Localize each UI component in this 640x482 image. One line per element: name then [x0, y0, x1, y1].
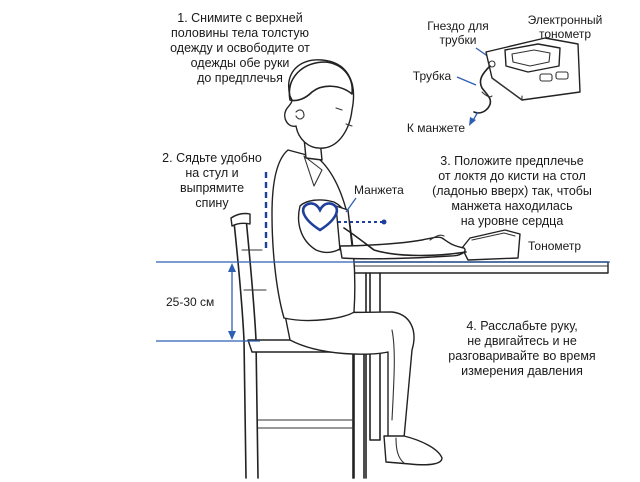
- monitor-screen: [504, 43, 561, 73]
- step1-line-4: одежды обе руки: [191, 56, 290, 70]
- step4-line-1: 4. Расслабьте руку,: [466, 319, 577, 333]
- step4-line-4: измерения давления: [461, 364, 583, 378]
- step1-line-2: половины тела толстую: [171, 26, 309, 40]
- person-foot: [383, 435, 443, 466]
- step2-line-3: выпрямите: [180, 181, 244, 195]
- tube-leader-line: [456, 76, 477, 86]
- monitor-button-2: [555, 71, 569, 80]
- blood-pressure-monitor-icon: [485, 37, 581, 101]
- step3-instruction: 3. Положите предплечье от локтя до кисти…: [432, 154, 592, 228]
- step3-line-4: манжета находилась: [451, 199, 572, 213]
- cuff-tube: [343, 227, 467, 257]
- step4-line-2: не двигайтесь и не: [467, 334, 577, 348]
- to-cuff-arrowhead: [469, 117, 476, 126]
- step2-instruction: 2. Сядьте удобно на стул и выпрямите спи…: [162, 151, 262, 210]
- tube-label: Трубка: [413, 69, 452, 83]
- monitor-label-line-1: Электронный: [528, 13, 603, 27]
- to-cuff-label: К манжете: [407, 121, 466, 135]
- cuff-leader-line: [345, 197, 357, 213]
- monitor-on-table: Тонометр: [461, 229, 581, 261]
- step3-line-3: (ладонью вверх) так, чтобы: [432, 184, 592, 198]
- tube-socket: [488, 60, 496, 68]
- monitor-table-label: Тонометр: [528, 239, 581, 253]
- table-top: [345, 261, 609, 274]
- heart-icon: [301, 202, 339, 232]
- step1-line-3: одежду и освободите от: [170, 41, 310, 55]
- height-dimension: 25-30 см: [156, 261, 610, 342]
- cuff-label: Манжета: [354, 183, 404, 197]
- device-inset: Гнездо для трубки Электронный тонометр Т…: [407, 13, 602, 135]
- person-head: [284, 59, 355, 149]
- step3-line-1: 3. Положите предплечье: [440, 154, 583, 168]
- monitor-label-line-2: тонометр: [539, 27, 591, 41]
- tube-icon: [473, 65, 492, 114]
- seated-person-illustration: [271, 59, 467, 466]
- monitor-button-1: [539, 73, 553, 82]
- step3-line-2: от локтя до кисти на стол: [438, 169, 586, 183]
- person-forearm: [339, 236, 466, 260]
- heart-level-guide: Манжета: [301, 183, 404, 232]
- step4-line-3: разговаривайте во время: [448, 349, 595, 363]
- step2-line-2: на стул и: [185, 166, 238, 180]
- height-arrow-bottom: [228, 331, 236, 340]
- step1-line-1: 1. Снимите с верхней: [177, 11, 302, 25]
- socket-label-line-2: трубки: [440, 33, 477, 47]
- step1-line-5: до предплечья: [197, 71, 283, 85]
- height-arrow-top: [228, 263, 236, 272]
- step2-line-4: спину: [195, 196, 229, 210]
- step2-line-1: 2. Сядьте удобно: [162, 151, 262, 165]
- socket-label-line-1: Гнездо для: [427, 19, 489, 33]
- step4-instruction: 4. Расслабьте руку, не двигайтесь и не р…: [448, 319, 595, 378]
- height-label: 25-30 см: [166, 295, 214, 309]
- heart-level-end-dot: [381, 219, 387, 225]
- step3-line-5: на уровне сердца: [461, 214, 564, 228]
- step1-instruction: 1. Снимите с верхней половины тела толст…: [170, 11, 310, 85]
